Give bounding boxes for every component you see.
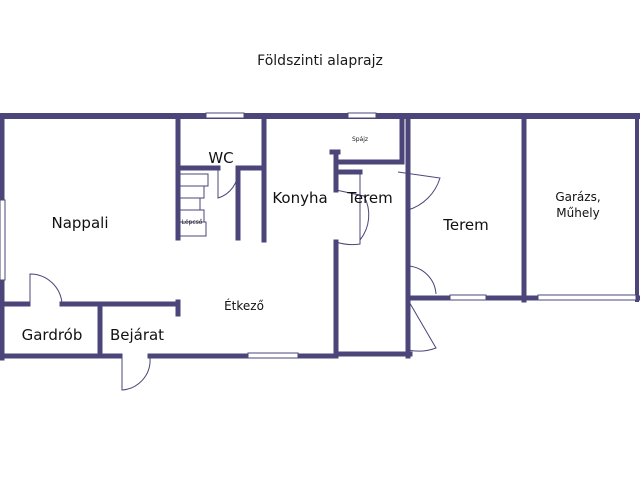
window-wc	[205, 112, 245, 119]
window-etkezo	[247, 352, 299, 359]
label-nappali: Nappali	[52, 214, 109, 232]
label-spajz: Spájz	[352, 136, 368, 143]
windows	[0, 112, 637, 359]
label-terem-large: Terem	[442, 216, 489, 234]
label-garazs-line2: Műhely	[556, 206, 599, 220]
label-terem-small: Terem	[346, 189, 393, 207]
staircase	[180, 173, 209, 237]
window-garage	[537, 294, 637, 301]
door-entrance	[121, 356, 151, 391]
window-terem	[449, 294, 487, 301]
label-gardrob: Gardrób	[22, 326, 83, 344]
window-spajz	[347, 112, 377, 119]
door-terem-outer-lower	[407, 299, 437, 352]
window-nappali	[0, 199, 6, 281]
label-garazs-line1: Garázs,	[555, 190, 600, 204]
label-wc: WC	[208, 149, 233, 167]
door-terem-top	[397, 171, 441, 211]
plan-title: Földszinti alaprajz	[257, 53, 383, 69]
walls	[0, 113, 640, 361]
door-nappali	[29, 273, 63, 305]
door-wc	[217, 168, 239, 199]
door-konyha-terem	[335, 172, 361, 246]
door-terem-outer-upper	[407, 265, 437, 295]
label-bejarat: Bejárat	[110, 326, 164, 344]
label-lepcso: Lépcső	[182, 219, 203, 226]
doors	[29, 168, 441, 391]
room-labels: Nappali WC Konyha Spájz Terem Terem Gará…	[22, 136, 601, 344]
door-konyha-terem-swing	[335, 189, 370, 241]
label-etkezo: Étkező	[224, 298, 264, 313]
stair-outline	[180, 173, 209, 237]
label-konyha: Konyha	[272, 189, 327, 207]
